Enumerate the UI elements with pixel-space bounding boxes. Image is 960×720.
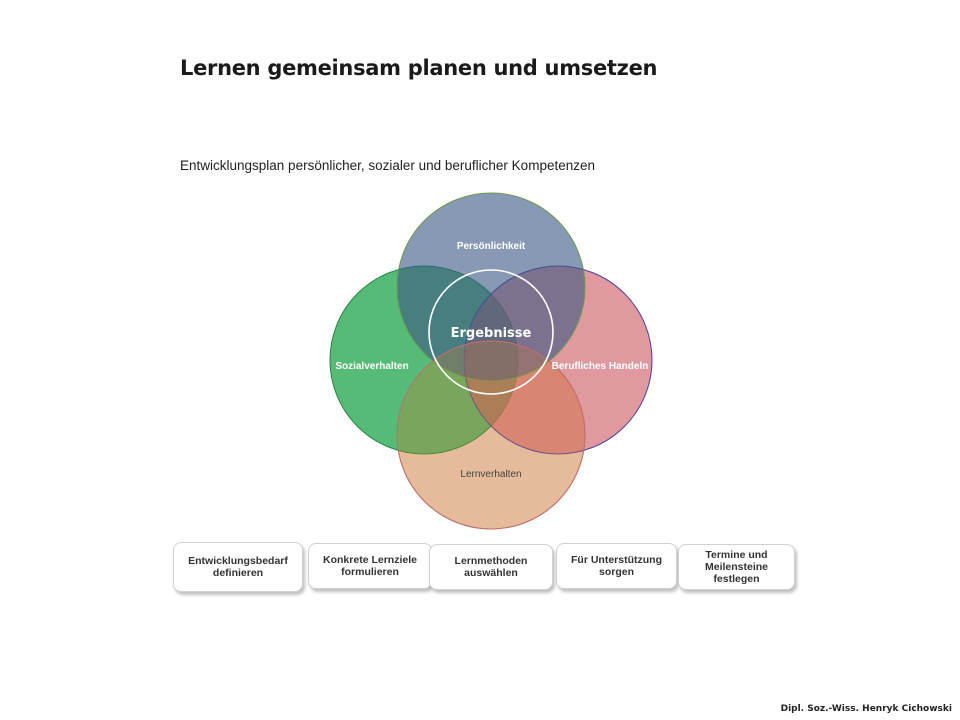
author-footer: Dipl. Soz.-Wiss. Henryk Cichowski <box>780 704 952 714</box>
step-entwicklungsbedarf: Entwicklungsbedarf definieren <box>173 542 303 592</box>
label-ergebnisse: Ergebnisse <box>451 326 532 341</box>
label-berufliches-handeln: Berufliches Handeln <box>552 361 649 372</box>
step-unterstuetzung: Für Unterstützung sorgen <box>556 543 677 589</box>
page-subtitle: Entwicklungsplan persönlicher, sozialer … <box>180 158 595 173</box>
label-sozialverhalten: Sozialverhalten <box>335 361 408 372</box>
process-steps: Entwicklungsbedarf definieren Konkrete L… <box>170 540 810 600</box>
step-lernmethoden: Lernmethoden auswählen <box>429 544 553 590</box>
label-persoenlichkeit: Persönlichkeit <box>457 241 526 252</box>
center-ring <box>428 269 554 395</box>
circle-persoenlichkeit <box>396 192 586 382</box>
step-lernziele: Konkrete Lernziele formulieren <box>308 543 432 589</box>
circle-lernverhalten-overlay <box>396 340 586 530</box>
label-lernverhalten: Lernverhalten <box>460 469 521 480</box>
step-termine: Termine und Meilensteine festlegen <box>678 544 795 590</box>
page-title: Lernen gemeinsam planen und umsetzen <box>180 56 658 80</box>
